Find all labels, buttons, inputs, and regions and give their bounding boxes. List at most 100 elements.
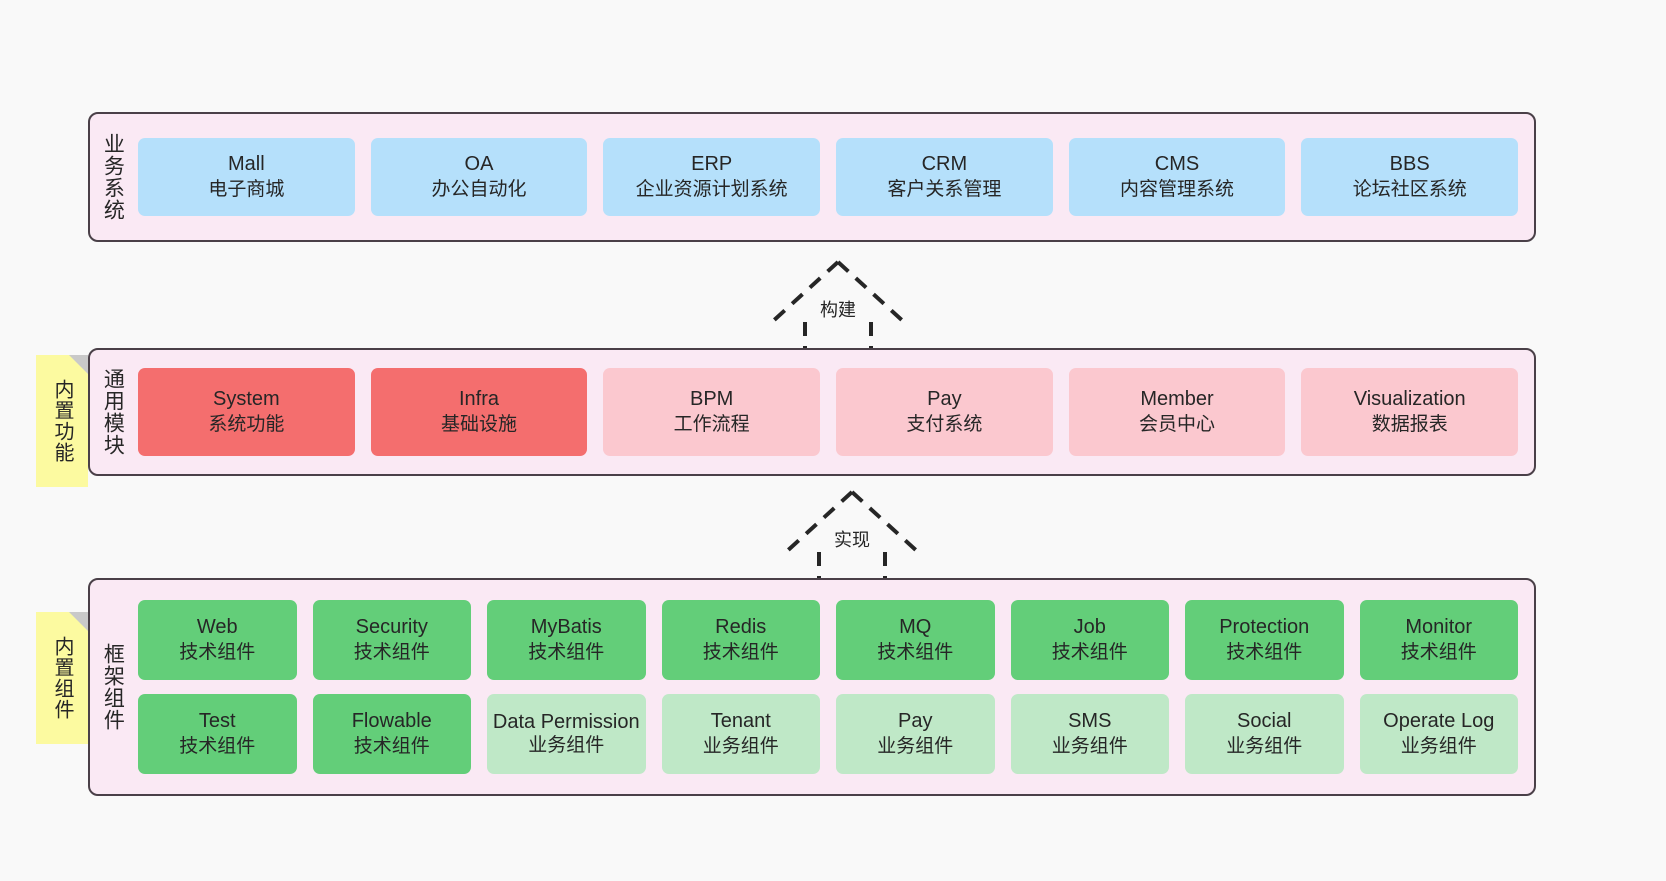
- card-title: Infra: [458, 388, 500, 411]
- connector-implement: 实现: [772, 488, 932, 584]
- card-title: BBS: [1389, 153, 1430, 176]
- card-title: CMS: [1154, 153, 1200, 176]
- card-subtitle: 技术组件: [353, 735, 430, 757]
- card-pay-module[interactable]: Pay 支付系统: [836, 368, 1053, 456]
- note-fold-corner: [69, 355, 88, 374]
- card-mq[interactable]: MQ 技术组件: [836, 600, 995, 680]
- card-redis[interactable]: Redis 技术组件: [661, 600, 820, 680]
- sticky-note-builtin-features: 内置功能: [36, 355, 88, 487]
- card-title: Job: [1073, 616, 1106, 639]
- card-subtitle: 业务组件: [877, 735, 954, 757]
- card-subtitle: 技术组件: [353, 641, 430, 663]
- card-protection[interactable]: Protection 技术组件: [1185, 600, 1344, 680]
- card-erp[interactable]: ERP 企业资源计划系统: [603, 138, 821, 216]
- card-title: MQ: [899, 616, 932, 639]
- card-infra[interactable]: Infra 基础设施: [370, 368, 588, 456]
- module-card-row: System 系统功能 Infra 基础设施 BPM 工作流程 Pay 支付系统…: [138, 368, 1519, 456]
- card-security[interactable]: Security 技术组件: [312, 600, 471, 680]
- card-title: Web: [196, 616, 238, 639]
- layer-title-common-modules: 通用模块: [101, 368, 125, 456]
- layer-title-framework-components: 框架组件: [101, 643, 125, 731]
- card-subtitle: 技术组件: [877, 641, 954, 663]
- card-title: Social: [1237, 710, 1292, 733]
- card-title: Pay: [927, 388, 962, 411]
- card-title: Security: [355, 616, 428, 639]
- card-tenant[interactable]: Tenant 业务组件: [661, 694, 820, 774]
- card-subtitle: 业务组件: [1226, 735, 1303, 757]
- connector-build-label: 构建: [820, 300, 856, 320]
- note-fold-corner: [69, 612, 88, 631]
- card-subtitle: 基础设施: [441, 413, 518, 435]
- card-mybatis[interactable]: MyBatis 技术组件: [487, 600, 646, 680]
- card-title: SMS: [1068, 710, 1112, 733]
- card-title: BPM: [690, 388, 734, 411]
- card-subtitle: 业务组件: [1400, 735, 1477, 757]
- layer-common-modules: 通用模块 System 系统功能 Infra 基础设施 BPM 工作流程 Pay…: [88, 348, 1536, 476]
- card-social[interactable]: Social 业务组件: [1185, 694, 1344, 774]
- card-flowable[interactable]: Flowable 技术组件: [312, 694, 471, 774]
- card-title: ERP: [691, 153, 733, 176]
- layer-framework-components: 框架组件 Web 技术组件 Security 技术组件 MyBatis 技术组件…: [88, 578, 1536, 796]
- card-title: OA: [464, 153, 494, 176]
- card-subtitle: 技术组件: [1226, 641, 1303, 663]
- sticky-note-label: 内置组件: [51, 636, 73, 720]
- card-subtitle: 技术组件: [179, 641, 256, 663]
- card-title: Tenant: [710, 710, 771, 733]
- card-oa[interactable]: OA 办公自动化: [370, 138, 588, 216]
- card-title: Redis: [715, 616, 767, 639]
- card-member[interactable]: Member 会员中心: [1068, 368, 1286, 456]
- card-mall[interactable]: Mall 电子商城: [138, 138, 355, 216]
- card-sms[interactable]: SMS 业务组件: [1010, 694, 1169, 774]
- card-subtitle: 技术组件: [1400, 641, 1477, 663]
- layer-business-system: 业务系统 Mall 电子商城 OA 办公自动化 ERP 企业资源计划系统 CRM…: [88, 112, 1536, 242]
- layer-body-business-system: Mall 电子商城 OA 办公自动化 ERP 企业资源计划系统 CRM 客户关系…: [134, 114, 1534, 240]
- card-title: Monitor: [1405, 616, 1473, 639]
- card-subtitle: 系统功能: [208, 413, 285, 435]
- card-title: CRM: [921, 153, 968, 176]
- card-test[interactable]: Test 技术组件: [138, 694, 297, 774]
- card-title: Pay: [898, 710, 933, 733]
- card-title: Flowable: [351, 710, 432, 733]
- card-subtitle: 技术组件: [179, 735, 256, 757]
- sticky-note-label: 内置功能: [51, 379, 73, 463]
- layer-body-common-modules: System 系统功能 Infra 基础设施 BPM 工作流程 Pay 支付系统…: [134, 350, 1534, 474]
- connector-build: 构建: [758, 258, 918, 354]
- card-cms[interactable]: CMS 内容管理系统: [1068, 138, 1286, 216]
- business-card-row: Mall 电子商城 OA 办公自动化 ERP 企业资源计划系统 CRM 客户关系…: [138, 138, 1519, 216]
- card-subtitle: 业务组件: [702, 735, 779, 757]
- card-bbs[interactable]: BBS 论坛社区系统: [1301, 138, 1519, 216]
- card-title: Test: [198, 710, 236, 733]
- card-visualization[interactable]: Visualization 数据报表: [1301, 368, 1519, 456]
- card-subtitle: 工作流程: [673, 413, 750, 435]
- card-title: Visualization: [1353, 388, 1466, 411]
- card-title: System: [212, 388, 280, 411]
- card-subtitle: 会员中心: [1139, 413, 1216, 435]
- card-pay-component[interactable]: Pay 业务组件: [836, 694, 995, 774]
- layer-title-business-system: 业务系统: [101, 133, 125, 221]
- card-subtitle: 数据报表: [1371, 413, 1448, 435]
- card-subtitle: 技术组件: [702, 641, 779, 663]
- card-subtitle: 论坛社区系统: [1352, 178, 1467, 200]
- card-bpm[interactable]: BPM 工作流程: [603, 368, 821, 456]
- card-subtitle: 支付系统: [906, 413, 983, 435]
- card-operate-log[interactable]: Operate Log 业务组件: [1359, 694, 1518, 774]
- card-crm[interactable]: CRM 客户关系管理: [836, 138, 1053, 216]
- card-subtitle: 业务组件: [528, 735, 605, 757]
- card-subtitle: 办公自动化: [431, 178, 527, 200]
- card-subtitle: 内容管理系统: [1120, 178, 1235, 200]
- card-subtitle: 电子商城: [208, 178, 285, 200]
- card-system[interactable]: System 系统功能: [138, 368, 355, 456]
- card-data-permission[interactable]: Data Permission 业务组件: [487, 694, 646, 774]
- card-title: Data Permission: [492, 711, 640, 734]
- card-job[interactable]: Job 技术组件: [1010, 600, 1169, 680]
- card-title: MyBatis: [530, 616, 602, 639]
- framework-business-row: Test 技术组件 Flowable 技术组件 Data Permission …: [138, 694, 1518, 774]
- layer-body-framework-components: Web 技术组件 Security 技术组件 MyBatis 技术组件 Redi…: [134, 580, 1534, 794]
- card-title: Member: [1140, 388, 1214, 411]
- card-subtitle: 业务组件: [1051, 735, 1128, 757]
- card-web[interactable]: Web 技术组件: [138, 600, 297, 680]
- connector-implement-label: 实现: [834, 530, 870, 550]
- card-monitor[interactable]: Monitor 技术组件: [1359, 600, 1518, 680]
- card-title: Operate Log: [1383, 710, 1495, 733]
